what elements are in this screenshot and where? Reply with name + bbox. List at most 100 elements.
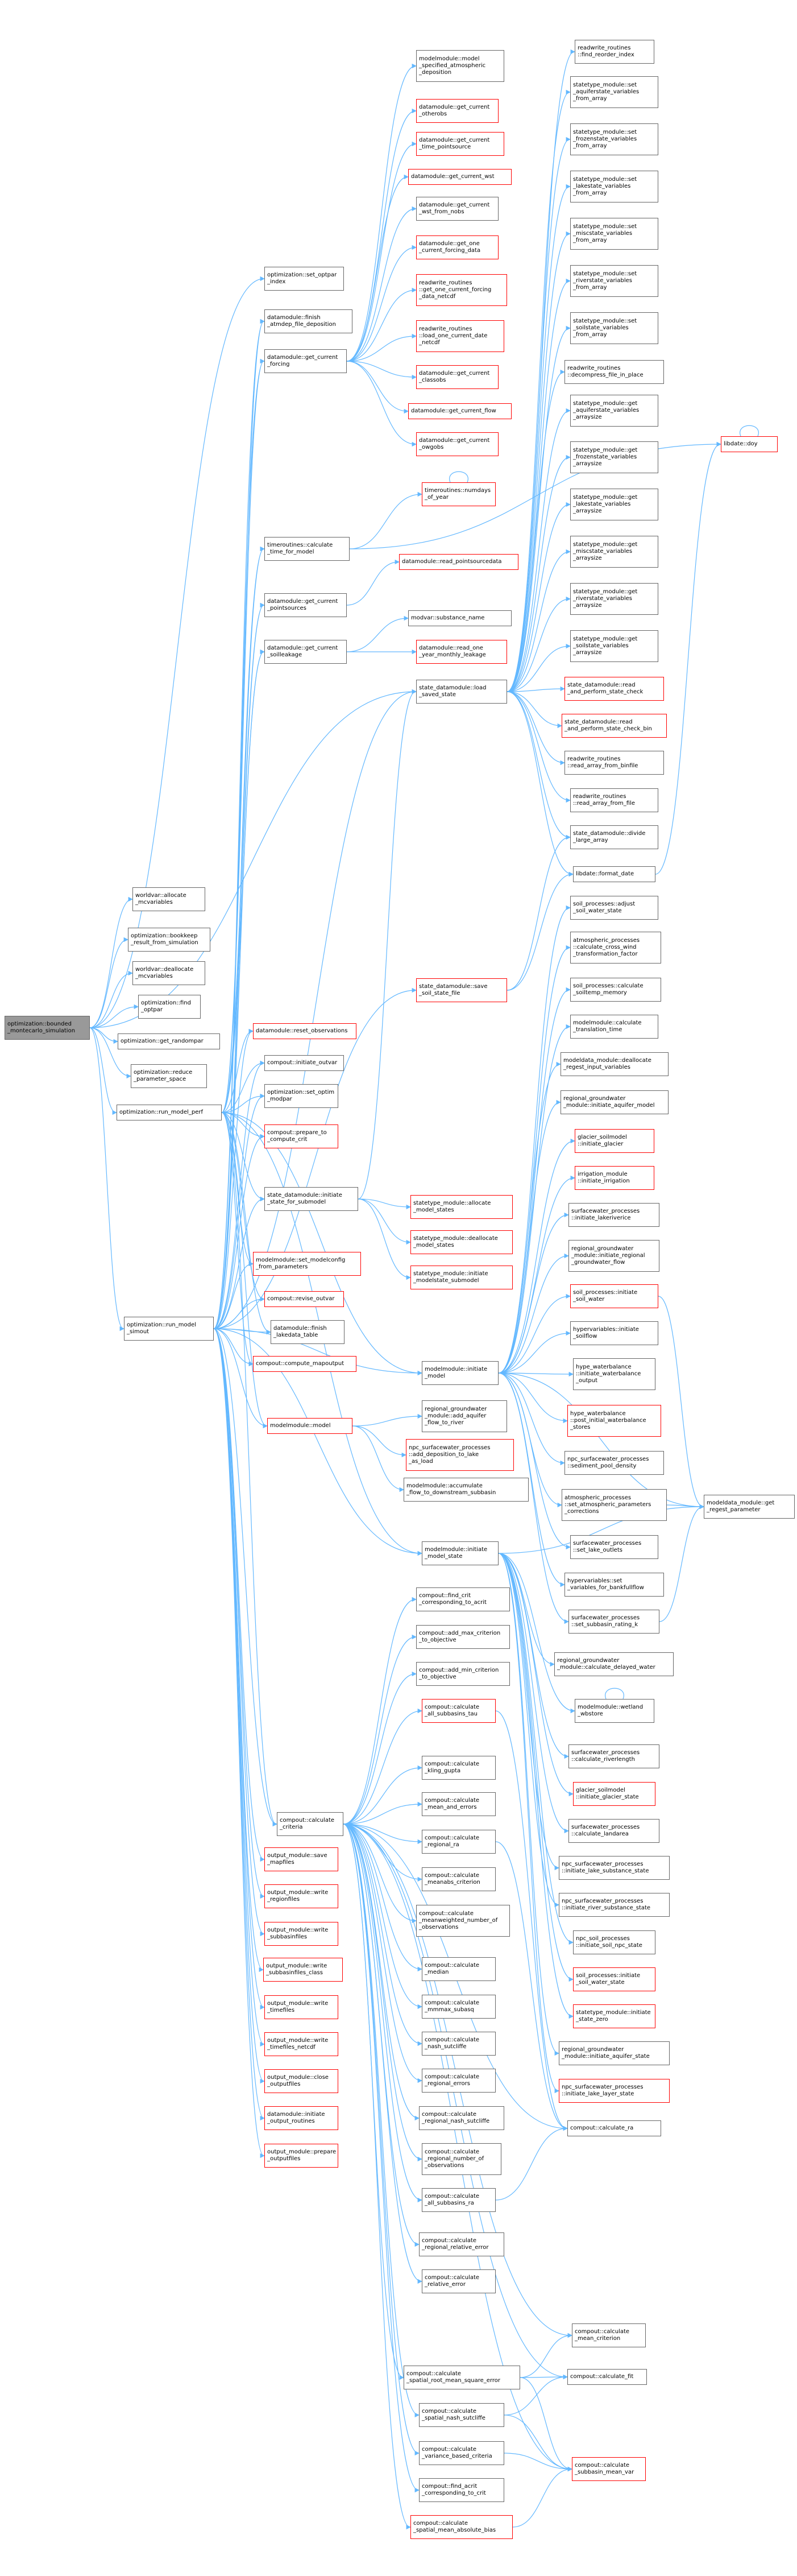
- node-om-write-timefiles-netcdf[interactable]: output_module::write _timefiles_netcdf: [264, 2032, 338, 2056]
- node-stm-get-soilstate[interactable]: statetype_module::get _soilstate_variabl…: [570, 630, 658, 662]
- node-compout-revise-outvar[interactable]: compout::revise_outvar: [264, 1291, 344, 1307]
- node-compout-calc-spatial-nash[interactable]: compout::calculate _spatial_nash_sutclif…: [419, 2403, 504, 2427]
- node-swp-initiate-lakeriverice[interactable]: surfacewater_processes ::initiate_lakeri…: [568, 1203, 659, 1227]
- node-npc-soil-initiate-npc[interactable]: npc_soil_processes ::initiate_soil_npc_s…: [573, 1930, 655, 1954]
- node-stm-set-miscstate[interactable]: statetype_module::set _miscstate_variabl…: [570, 218, 658, 250]
- node-mm-accumulate-flow[interactable]: modelmodule::accumulate _flow_to_downstr…: [404, 1478, 529, 1502]
- node-mm-model[interactable]: modelmodule::model: [267, 1418, 352, 1434]
- node-stm-set-lakestate[interactable]: statetype_module::set _lakestate_variabl…: [570, 171, 658, 202]
- node-stm-get-riverstate[interactable]: statetype_module::get _riverstate_variab…: [570, 583, 658, 615]
- node-rw-read-array-file[interactable]: readwrite_routines ::read_array_from_fil…: [570, 788, 658, 812]
- node-sd-divide-large-array[interactable]: state_datamodule::divide _large_array: [570, 825, 658, 849]
- node-mdm-deallocate-regest[interactable]: modeldata_module::deallocate _regest_inp…: [561, 1052, 669, 1076]
- node-swp-set-subbasin-rating[interactable]: surfacewater_processes ::set_subbasin_ra…: [568, 1610, 659, 1634]
- node-npc-initiate-lake-layer[interactable]: npc_surfacewater_processes ::initiate_la…: [559, 2079, 670, 2103]
- node-stm-set-aquiferstate[interactable]: statetype_module::set _aquiferstate_vari…: [570, 76, 658, 108]
- node-dm-get-current-wst[interactable]: datamodule::get_current_wst: [408, 169, 512, 185]
- node-dm-get-current-classobs[interactable]: datamodule::get_current _classobs: [416, 365, 499, 389]
- node-compout-calculate-fit[interactable]: compout::calculate_fit: [567, 2369, 647, 2385]
- node-stm-set-soilstate[interactable]: statetype_module::set _soilstate_variabl…: [570, 312, 658, 344]
- node-dm-finish-atmdep[interactable]: datamodule::finish _atmdep_file_depositi…: [264, 309, 352, 333]
- node-om-save-mapfiles[interactable]: output_module::save _mapfiles: [264, 1847, 338, 1871]
- node-swp-calculate-landarea[interactable]: surfacewater_processes ::calculate_landa…: [568, 1819, 659, 1843]
- node-modvar-substance-name[interactable]: modvar::substance_name: [408, 610, 512, 626]
- node-hv-set-variables-bankfull[interactable]: hypervariables::set _variables_for_bankf…: [564, 1573, 664, 1597]
- node-compout-find-acrit[interactable]: compout::find_acrit _corresponding_to_cr…: [419, 2478, 504, 2502]
- node-sp-adjust-soil-water[interactable]: soil_processes::adjust _soil_water_state: [570, 896, 658, 920]
- node-mm-initiate-model-state[interactable]: modelmodule::initiate _model_state: [422, 1541, 499, 1565]
- node-rw-find-reorder-index[interactable]: readwrite_routines ::find_reorder_index: [575, 40, 654, 64]
- node-libdate-doy[interactable]: libdate::doy: [721, 436, 778, 452]
- node-stm-deallocate-model-states[interactable]: statetype_module::deallocate _model_stat…: [410, 1230, 513, 1254]
- node-sd-load-saved-state[interactable]: state_datamodule::load _saved_state: [416, 680, 507, 704]
- node-sp-calculate-soiltemp[interactable]: soil_processes::calculate _soiltemp_memo…: [570, 978, 661, 1002]
- node-root[interactable]: optimization::bounded _montecarlo_simula…: [5, 1016, 90, 1040]
- node-compout-calc-regional-relative-error[interactable]: compout::calculate _regional_relative_er…: [419, 2232, 504, 2256]
- node-dm-get-current-soilleakage[interactable]: datamodule::get_current _soilleakage: [264, 640, 347, 664]
- node-compout-calc-mmmax-subasq[interactable]: compout::calculate _mmmax_subasq: [422, 1995, 496, 2019]
- node-sd-save-state-file[interactable]: state_datamodule::save _soil_state_file: [416, 978, 507, 1002]
- node-dm-get-current-otherobs[interactable]: datamodule::get_current _otherobs: [416, 99, 499, 123]
- node-compout-calc-mean-and-errors[interactable]: compout::calculate _mean_and_errors: [422, 1792, 496, 1816]
- node-sd-read-and-perform[interactable]: state_datamodule::read _and_perform_stat…: [564, 677, 664, 701]
- node-optim-bookkeep[interactable]: optimization::bookkeep _result_from_simu…: [128, 928, 210, 952]
- node-om-prepare-outputfiles[interactable]: output_module::prepare _outputfiles: [264, 2144, 338, 2168]
- node-compout-find-crit[interactable]: compout::find_crit _corresponding_to_acr…: [416, 1587, 510, 1611]
- node-compout-compute-mapoutput[interactable]: compout::compute_mapoutput: [253, 1356, 356, 1372]
- node-om-close-outputfiles[interactable]: output_module::close _outputfiles: [264, 2069, 338, 2093]
- node-rg-add-aquifer-flow[interactable]: regional_groundwater _module::add_aquife…: [422, 1400, 507, 1432]
- node-stm-get-aquiferstate[interactable]: statetype_module::get _aquiferstate_vari…: [570, 395, 658, 427]
- node-compout-calc-subbasin-mean-var[interactable]: compout::calculate _subbasin_mean_var: [572, 2457, 646, 2481]
- node-sp-initiate-soil-water-state[interactable]: soil_processes::initiate _soil_water_sta…: [573, 1967, 655, 1991]
- node-rw-read-array-binfile[interactable]: readwrite_routines ::read_array_from_bin…: [564, 751, 664, 775]
- node-rg-initiate-aquifer-model[interactable]: regional_groundwater _module::initiate_a…: [561, 1090, 669, 1114]
- node-dm-get-current-owgobs[interactable]: datamodule::get_current _owgobs: [416, 432, 499, 456]
- node-dm-get-current-flow[interactable]: datamodule::get_current_flow: [408, 403, 512, 419]
- node-worldvar-deallocate[interactable]: worldvar::deallocate _mcvariables: [132, 961, 205, 985]
- node-compout-calc-nash-sutcliffe[interactable]: compout::calculate _nash_sutcliffe: [422, 2032, 496, 2056]
- node-stm-set-frozenstate[interactable]: statetype_module::set _frozenstate_varia…: [570, 123, 658, 155]
- node-swp-set-lake-outlets[interactable]: surfacewater_processes ::set_lake_outlet…: [570, 1535, 658, 1559]
- node-compout-add-min-criterion[interactable]: compout::add_min_criterion _to_objective: [416, 1662, 510, 1686]
- node-rw-load-one-current-date[interactable]: readwrite_routines ::load_one_current_da…: [416, 320, 504, 352]
- node-npc-initiate-river-substance[interactable]: npc_surfacewater_processes ::initiate_ri…: [559, 1893, 670, 1917]
- node-rw-decompress-file[interactable]: readwrite_routines ::decompress_file_in_…: [564, 360, 664, 384]
- node-sp-initiate-soil-water[interactable]: soil_processes::initiate _soil_water: [570, 1284, 658, 1308]
- node-dm-read-pointsourcedata[interactable]: datamodule::read_pointsourcedata: [399, 554, 518, 570]
- node-rg-initiate-regional-flow[interactable]: regional_groundwater _module::initiate_r…: [568, 1240, 659, 1272]
- node-compout-prepare-compute-crit[interactable]: compout::prepare_to _compute_crit: [264, 1124, 338, 1148]
- node-tr-numdays-of-year[interactable]: timeroutines::numdays _of_year: [422, 482, 496, 506]
- node-dm-finish-lakedata[interactable]: datamodule::finish _lakedata_table: [271, 1320, 344, 1344]
- node-ap-calculate-cross-wind[interactable]: atmospheric_processes ::calculate_cross_…: [570, 932, 661, 964]
- node-stm-initiate-modelstate-submodel[interactable]: statetype_module::initiate _modelstate_s…: [410, 1266, 513, 1289]
- node-dm-get-current-forcing[interactable]: datamodule::get_current _forcing: [264, 349, 347, 373]
- node-compout-calculate-ra[interactable]: compout::calculate_ra: [567, 2120, 661, 2136]
- node-om-write-timefiles[interactable]: output_module::write _timefiles: [264, 1995, 338, 2019]
- node-compout-calc-meanweighted[interactable]: compout::calculate _meanweighted_number_…: [416, 1905, 510, 1937]
- node-gsm-initiate-glacier[interactable]: glacier_soilmodel ::initiate_glacier: [575, 1129, 654, 1153]
- node-compout-calc-relative-error[interactable]: compout::calculate _relative_error: [422, 2269, 496, 2293]
- node-dm-read-one-year-monthly[interactable]: datamodule::read_one _year_monthly_leaka…: [416, 640, 507, 664]
- node-sd-read-and-perform-bin[interactable]: state_datamodule::read _and_perform_stat…: [562, 714, 667, 738]
- node-stm-get-lakestate[interactable]: statetype_module::get _lakestate_variabl…: [570, 489, 658, 520]
- node-om-write-subbasinfiles[interactable]: output_module::write _subbasinfiles: [264, 1922, 338, 1946]
- node-worldvar-allocate[interactable]: worldvar::allocate _mcvariables: [132, 887, 205, 911]
- node-dm-get-current-pointsources[interactable]: datamodule::get_current _pointsources: [264, 593, 347, 617]
- node-compout-calc-meanabs-criterion[interactable]: compout::calculate _meanabs_criterion: [422, 1867, 496, 1891]
- node-compout-calc-regional-errors[interactable]: compout::calculate _regional_errors: [422, 2069, 496, 2093]
- node-rg-calculate-delayed-water[interactable]: regional_groundwater _module::calculate_…: [554, 1652, 674, 1676]
- node-compout-calc-all-subbasins-tau[interactable]: compout::calculate _all_subbasins_tau: [422, 1699, 496, 1723]
- node-compout-calc-kling-gupta[interactable]: compout::calculate _kling_gupta: [422, 1756, 496, 1780]
- node-mm-calculate-translation[interactable]: modelmodule::calculate _translation_time: [570, 1015, 658, 1039]
- node-ap-set-atmospheric[interactable]: atmospheric_processes ::set_atmospheric_…: [562, 1489, 667, 1521]
- node-mm-model-specified[interactable]: modelmodule::model _specified_atmospheri…: [416, 50, 504, 82]
- node-dm-get-current-wst-from-nobs[interactable]: datamodule::get_current _wst_from_nobs: [416, 197, 499, 221]
- node-optim-set-optpar-index[interactable]: optimization::set_optpar _index: [264, 267, 344, 291]
- node-mdm-get-regest-parameter[interactable]: modeldata_module::get _regest_parameter: [704, 1495, 795, 1519]
- node-optim-set-optim-modpar[interactable]: optimization::set_optim _modpar: [264, 1084, 338, 1108]
- node-compout-calc-spatial-rmse[interactable]: compout::calculate _spatial_root_mean_sq…: [404, 2366, 520, 2389]
- node-tr-calculate-time[interactable]: timeroutines::calculate _time_for_model: [264, 537, 350, 561]
- node-rw-get-one-current-forcing-netcdf[interactable]: readwrite_routines ::get_one_current_for…: [416, 274, 507, 306]
- node-stm-get-frozenstate[interactable]: statetype_module::get _frozenstate_varia…: [570, 441, 658, 473]
- node-optim-get-randompar[interactable]: optimization::get_randompar: [118, 1033, 220, 1049]
